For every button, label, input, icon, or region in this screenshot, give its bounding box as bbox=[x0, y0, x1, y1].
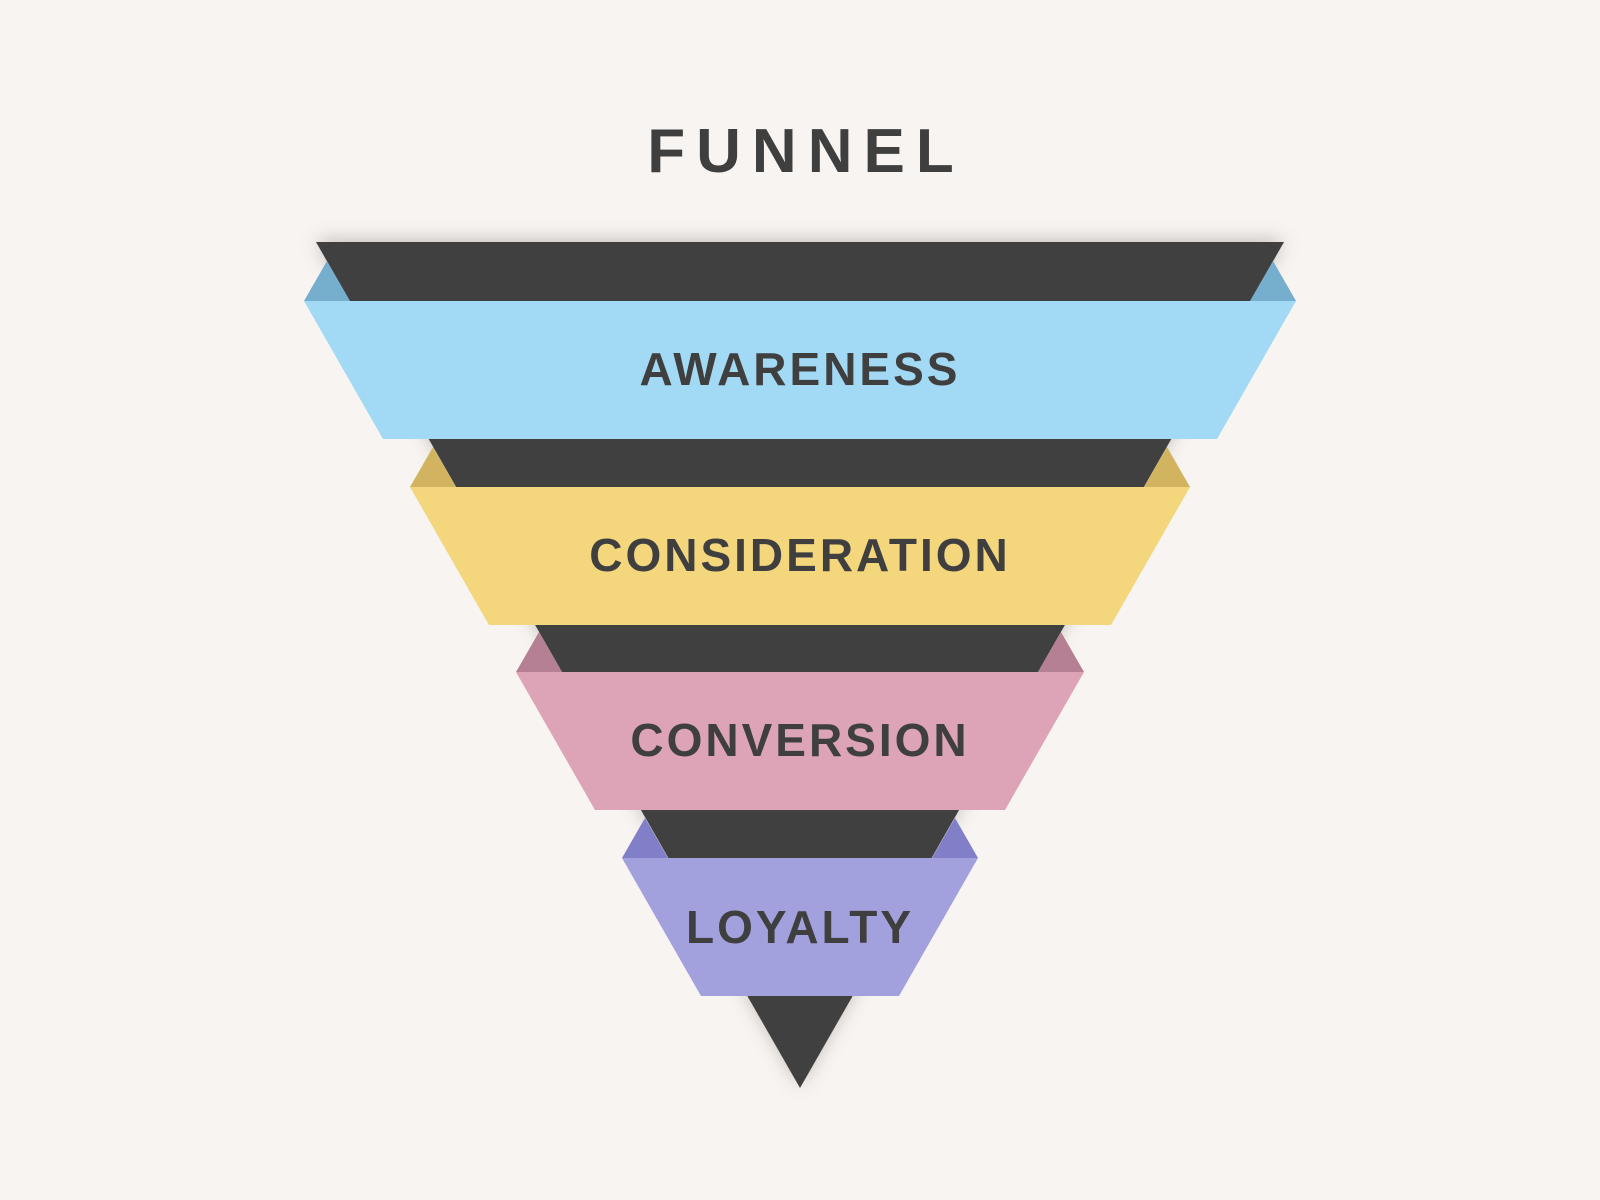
stage-loyalty: LOYALTY bbox=[622, 818, 978, 996]
page-title: FUNNEL bbox=[647, 117, 964, 186]
stage-conversion-label: CONVERSION bbox=[630, 714, 969, 766]
stage-awareness-label: AWARENESS bbox=[640, 343, 961, 395]
stage-awareness-fold-left bbox=[304, 261, 350, 301]
stage-consideration-band bbox=[410, 487, 1190, 625]
funnel-body-triangle bbox=[316, 242, 1284, 1088]
stage-loyalty-fold-left bbox=[622, 818, 668, 858]
stage-loyalty-label: LOYALTY bbox=[686, 901, 914, 953]
stage-conversion-fold-left bbox=[516, 632, 562, 672]
stage-conversion-band bbox=[516, 672, 1084, 810]
stage-conversion-fold-right bbox=[1038, 632, 1084, 672]
stage-consideration: CONSIDERATION bbox=[410, 447, 1190, 625]
stage-awareness-fold-right bbox=[1250, 261, 1296, 301]
stage-conversion: CONVERSION bbox=[516, 632, 1084, 810]
stage-awareness-band bbox=[304, 301, 1296, 439]
stage-awareness: AWARENESS bbox=[304, 261, 1296, 439]
stage-consideration-label: CONSIDERATION bbox=[589, 529, 1011, 581]
stage-consideration-fold-left bbox=[410, 447, 456, 487]
stage-loyalty-fold-right bbox=[932, 818, 978, 858]
stage-loyalty-band bbox=[622, 858, 978, 996]
stage-consideration-fold-right bbox=[1144, 447, 1190, 487]
